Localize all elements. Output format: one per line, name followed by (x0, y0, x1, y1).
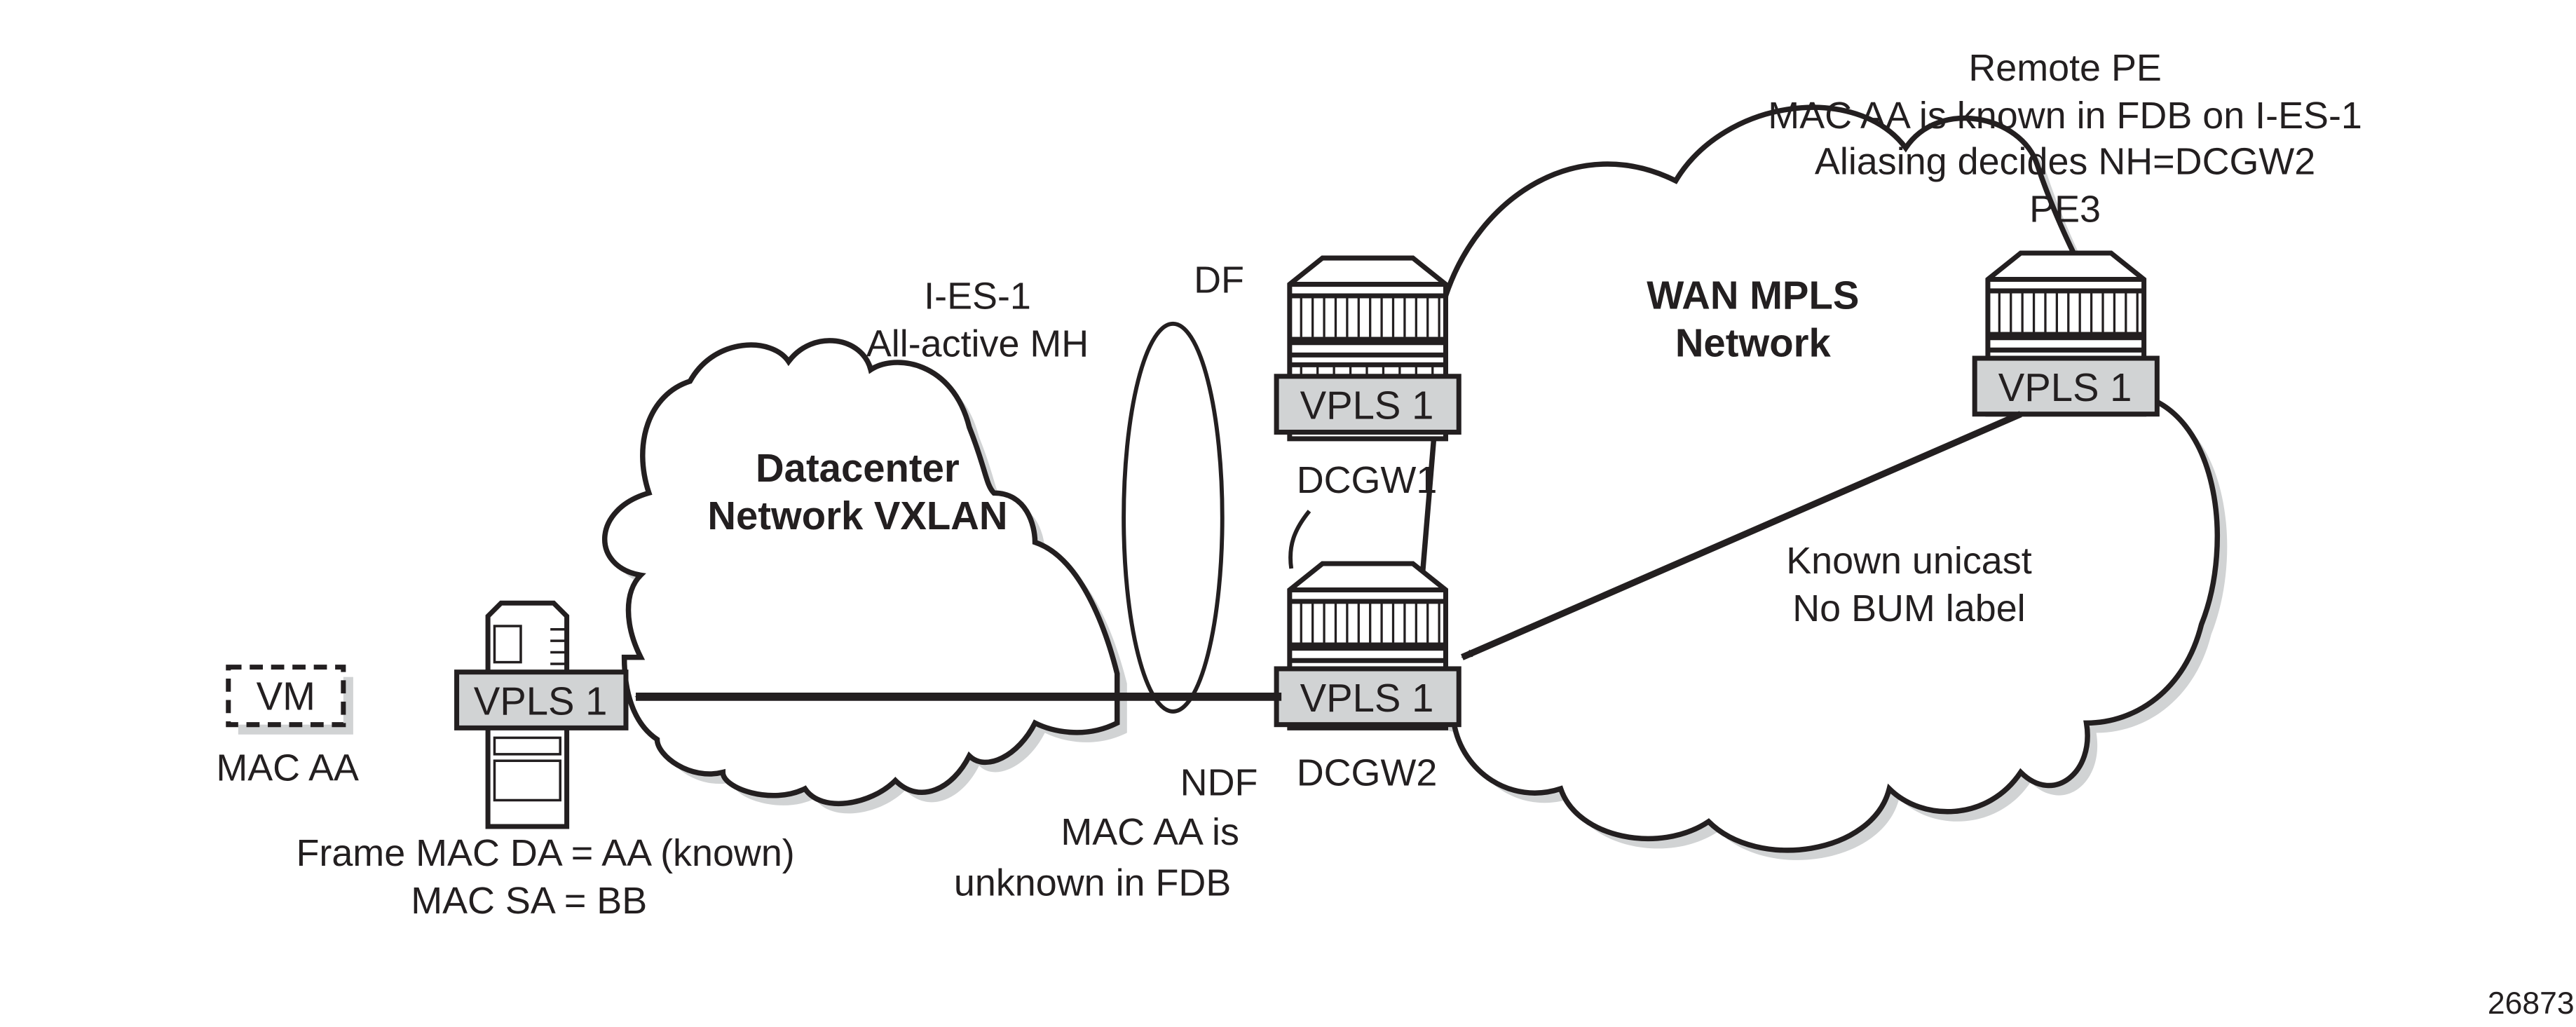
vm-label: VM (257, 674, 315, 719)
dcgw-interconnect-line (1288, 510, 1311, 569)
traffic-type-label: Known unicast (1786, 540, 2032, 582)
remote-pe-fdb-note: MAC AA is known in FDB on I-ES-1 (1768, 95, 2362, 137)
datacenter-cloud-title-line1: Datacenter (756, 446, 960, 490)
pe3-service-label: VPLS 1 (1998, 365, 2132, 409)
dcgw2-router[interactable]: VPLS 1 (1274, 561, 1461, 730)
frame-sa-label: MAC SA = BB (411, 880, 647, 922)
frame-da-label: Frame MAC DA = AA (known) (296, 832, 794, 874)
ndf-label: NDF (1180, 761, 1258, 803)
wan-cloud-title-line1: WAN MPLS (1647, 273, 1859, 318)
ndf-mac-note: MAC AA is (1061, 811, 1239, 853)
dcgw1-label: DCGW1 (1297, 459, 1438, 501)
es-name: I-ES-1 (924, 276, 1031, 318)
remote-pe-title: Remote PE (1968, 47, 2162, 89)
pe3-label: PE3 (2029, 188, 2101, 230)
dcgw2-label: DCGW2 (1297, 751, 1438, 794)
dcgw1-service-label: VPLS 1 (1300, 383, 1434, 428)
ethernet-segment-ellipse (1122, 321, 1225, 714)
df-label: DF (1194, 259, 1244, 301)
datacenter-vxlan-cloud: Datacenter Network VXLAN (602, 338, 1127, 814)
wan-mpls-cloud: WAN MPLS Network (1410, 104, 2228, 860)
remote-pe-aliasing-note: Aliasing decides NH=DCGW2 (1815, 141, 2315, 183)
figure-id: 26873 (2488, 986, 2575, 1021)
vm-mac-label: MAC AA (216, 747, 359, 789)
traffic-bum-label: No BUM label (1792, 587, 2025, 630)
dcgw1-router[interactable]: VPLS 1 (1274, 255, 1461, 442)
datacenter-cloud-title-line2: Network VXLAN (707, 494, 1007, 538)
pe3-router[interactable]: VPLS 1 (1972, 250, 2160, 417)
ndf-fdb-note: unknown in FDB (954, 862, 1231, 904)
dcgw2-service-label: VPLS 1 (1300, 676, 1434, 720)
leaf-switch[interactable]: VPLS 1 (454, 600, 629, 829)
leaf-service-label: VPLS 1 (474, 679, 608, 723)
es-mode: All-active MH (866, 323, 1089, 365)
wan-cloud-title-line2: Network (1675, 321, 1832, 365)
vm-box[interactable]: VM (226, 665, 353, 735)
forwarding-arrow-pe3-to-dcgw2 (1461, 411, 2022, 660)
